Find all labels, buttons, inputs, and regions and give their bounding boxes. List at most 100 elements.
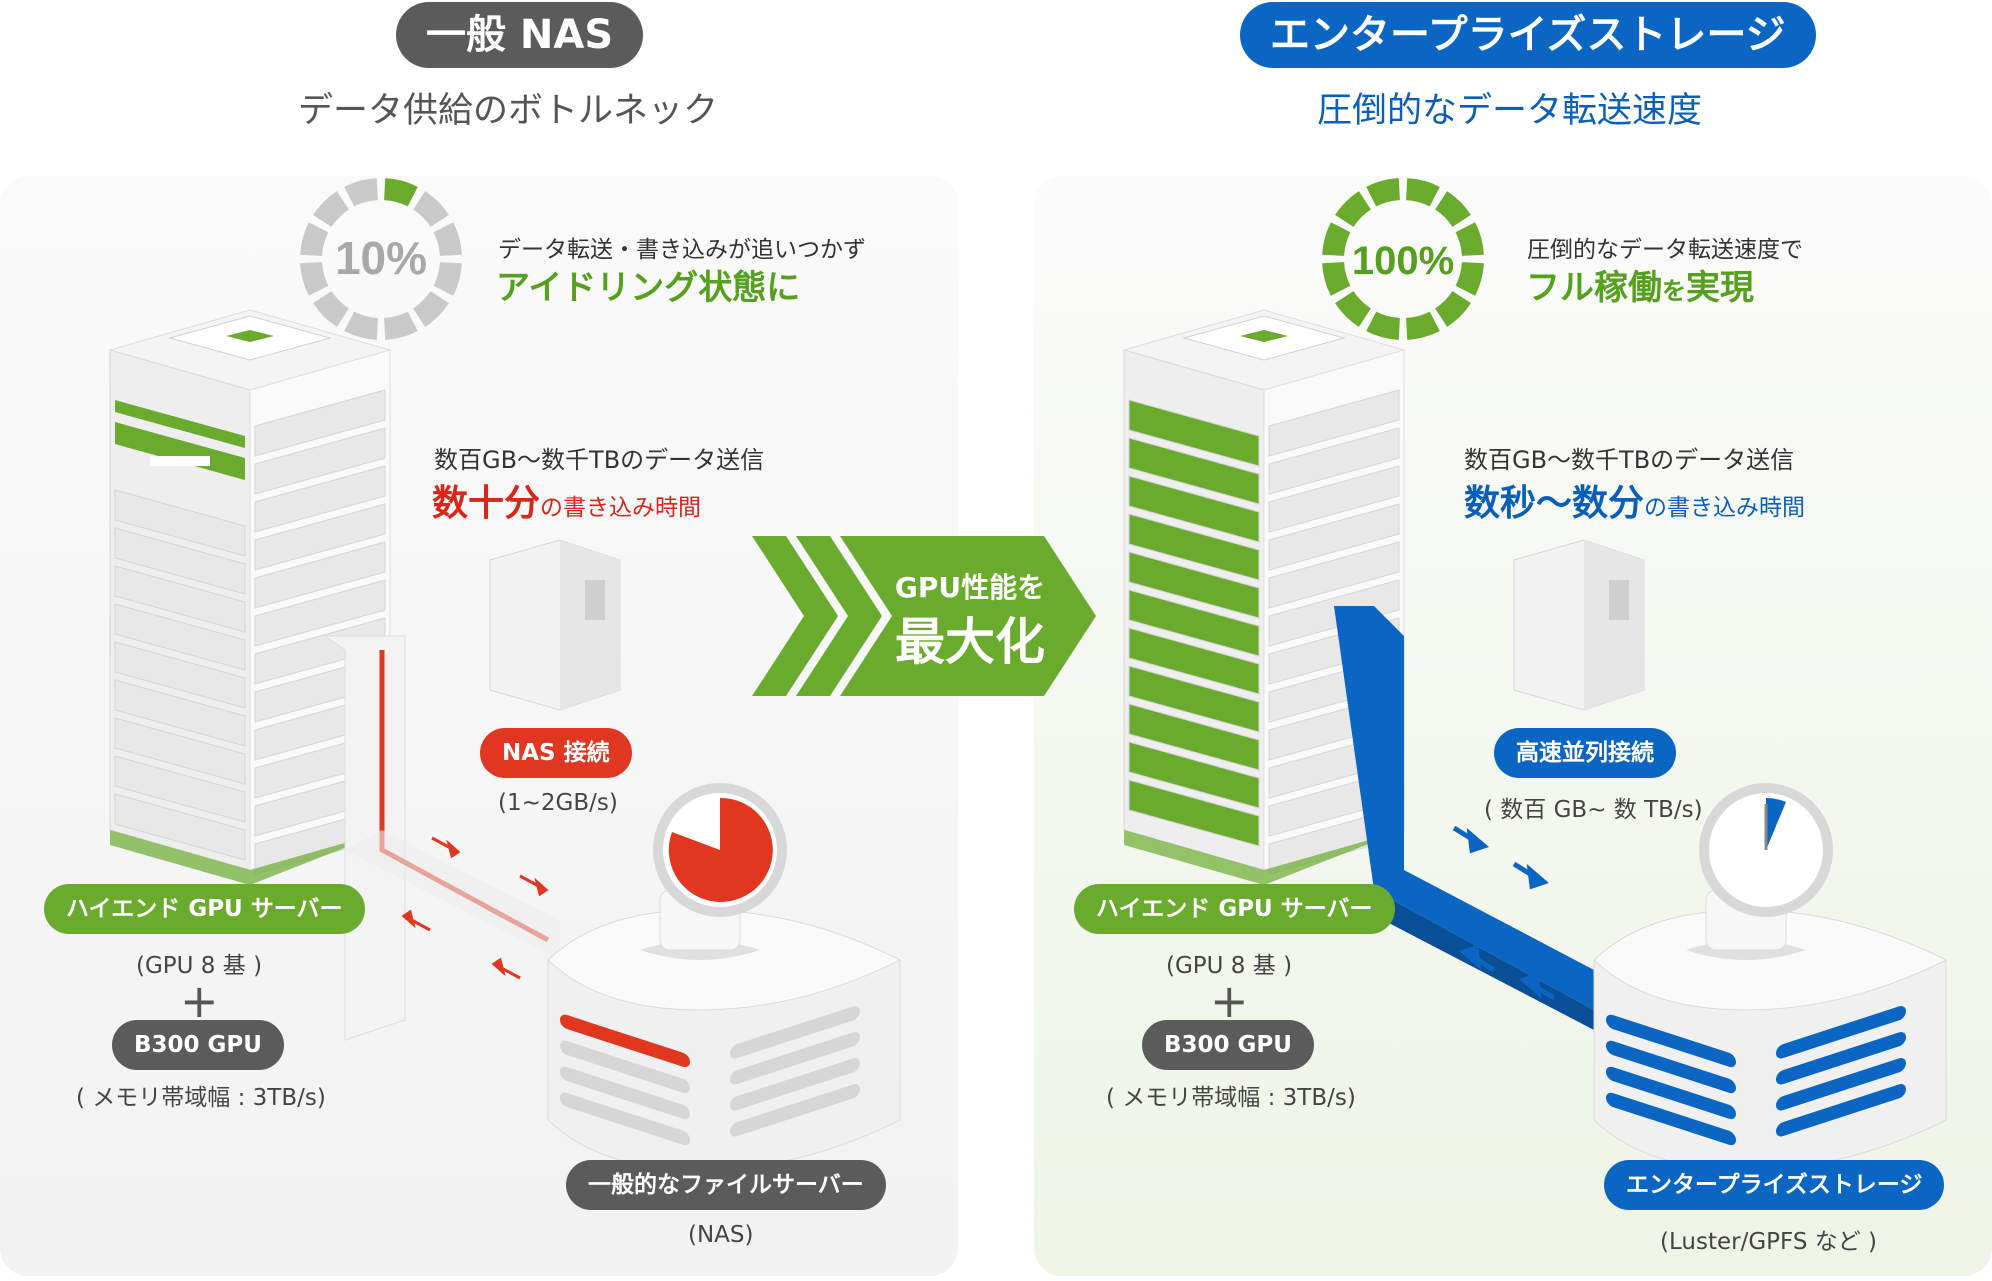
right-subtitle: 圧倒的なデータ転送速度 — [1317, 91, 1703, 131]
right-clock-icon — [1699, 783, 1833, 917]
left-rack-rows — [114, 489, 246, 861]
rack-row — [1128, 741, 1260, 809]
left-file-server-slots — [560, 1006, 860, 1146]
right-flow-arrows — [1452, 825, 1556, 1001]
rack-row — [114, 641, 246, 709]
rack-row — [1128, 665, 1260, 733]
rack-row — [1268, 389, 1400, 457]
storage-slot — [1606, 1014, 1736, 1068]
gauge-segment — [412, 290, 449, 327]
left-gpu-label: B300 GPU — [112, 1020, 284, 1070]
rack-row — [114, 603, 246, 671]
gauge-segment — [433, 261, 462, 296]
right-gauge-highlight-a: フル稼働 — [1526, 268, 1662, 308]
storage-slot — [730, 1084, 860, 1137]
rack-row — [114, 679, 246, 747]
left-server-note: (GPU 8 基 ) — [136, 953, 263, 979]
gauge-segment — [1405, 311, 1440, 340]
right-plus: + — [1210, 974, 1249, 1028]
right-transfer-suffix: の書き込み時間 — [1644, 495, 1806, 521]
right-nas-unit — [1513, 539, 1645, 711]
rack-row — [254, 541, 386, 609]
right-connection-label: 高速並列接続 — [1494, 728, 1676, 778]
storage-slot — [1606, 1066, 1736, 1120]
storage-slot — [1776, 1084, 1906, 1137]
rack-row — [1128, 589, 1260, 657]
right-gpu-note: ( メモリ帯域幅 : 3TB/s) — [1106, 1085, 1356, 1111]
rack-row — [1128, 627, 1260, 695]
rack-row — [1128, 437, 1260, 505]
gauge-segment — [1455, 261, 1484, 296]
left-transfer-suffix: の書き込み時間 — [540, 495, 702, 521]
gauge-segment — [412, 191, 449, 228]
gauge-segment — [1366, 178, 1401, 207]
right-gauge-highlight: フル稼働を実現 — [1526, 260, 1754, 309]
center-line1: GPU性能を — [894, 571, 1046, 604]
rack-row — [1128, 779, 1260, 847]
storage-slot — [1606, 1040, 1736, 1094]
rack-row — [1268, 541, 1400, 609]
right-gauge-highlight-c: 実現 — [1686, 268, 1754, 308]
rack-row — [114, 489, 246, 557]
left-connection-label: NAS 接続 — [480, 728, 632, 778]
gauge-segment — [300, 261, 329, 296]
left-subtitle: データ供給のボトルネック — [298, 91, 719, 131]
right-gauge-percent: 100% — [1352, 239, 1454, 283]
left-transfer-note: 数百GB〜数千TBのデータ送信 — [434, 446, 765, 474]
right-server-label: ハイエンド GPU サーバー — [1074, 884, 1395, 934]
gauge-segment — [1335, 290, 1372, 327]
left-plus: + — [180, 974, 219, 1028]
rack-row — [1268, 427, 1400, 495]
right-transfer-highlight: 数秒〜数分 — [1464, 483, 1645, 524]
rack-row — [1268, 503, 1400, 571]
storage-slot — [730, 1006, 860, 1059]
left-gauge-percent: 10% — [335, 232, 427, 284]
left-connection-speed: (1~2GB/s) — [498, 790, 618, 816]
rack-row — [254, 427, 386, 495]
right-gpu-label: B300 GPU — [1142, 1020, 1314, 1070]
right-transfer-note: 数百GB〜数千TBのデータ送信 — [1464, 446, 1795, 474]
right-illustration — [1122, 309, 1948, 1170]
center-arrow — [752, 536, 1096, 696]
right-gauge-note: 圧倒的なデータ転送速度で — [1527, 237, 1803, 263]
storage-slot — [1776, 1032, 1906, 1085]
gauge-segment — [1335, 191, 1372, 228]
right-storage-slots — [1606, 1006, 1906, 1146]
storage-slot — [730, 1058, 860, 1111]
rack-row — [254, 579, 386, 647]
gauge-segment — [313, 290, 350, 327]
rack-row — [114, 755, 246, 823]
rack-row — [114, 717, 246, 785]
rack-row — [1128, 475, 1260, 543]
left-illustration — [108, 309, 902, 1170]
storage-slot — [1776, 1058, 1906, 1111]
left-storage-label: 一般的なファイルサーバー — [566, 1160, 886, 1210]
storage-slot — [730, 1032, 860, 1085]
left-storage-note: (NAS) — [688, 1222, 754, 1248]
rack-row — [1128, 551, 1260, 619]
rack-row — [1128, 399, 1260, 467]
left-server-label: ハイエンド GPU サーバー — [44, 884, 365, 934]
left-nas-unit — [489, 539, 621, 711]
gauge-segment — [344, 311, 379, 340]
left-gauge-note: データ転送・書き込みが追いつかず — [498, 237, 866, 263]
right-gauge-highlight-b: を — [1662, 277, 1686, 305]
gauge-segment — [433, 222, 462, 257]
gauge-segment — [1455, 222, 1484, 257]
rack-row — [254, 503, 386, 571]
left-gauge-highlight: アイドリング状態に — [496, 268, 801, 308]
storage-slot — [560, 1066, 690, 1120]
left-title: 一般 NAS — [396, 2, 644, 68]
center-line2: 最大化 — [895, 613, 1045, 671]
rack-row — [114, 527, 246, 595]
storage-slot — [1776, 1006, 1906, 1059]
storage-slot — [560, 1040, 690, 1094]
right-rack-rows — [1128, 399, 1260, 847]
gauge-segment — [1366, 311, 1401, 340]
gauge-segment — [300, 222, 329, 257]
left-transfer-time: 数十分の書き込み時間 — [432, 474, 701, 526]
gauge-segment — [1405, 178, 1440, 207]
right-storage-note: (Luster/GPFS など ) — [1660, 1229, 1878, 1255]
right-storage-label: エンタープライズストレージ — [1604, 1160, 1945, 1210]
rack-row — [114, 565, 246, 633]
